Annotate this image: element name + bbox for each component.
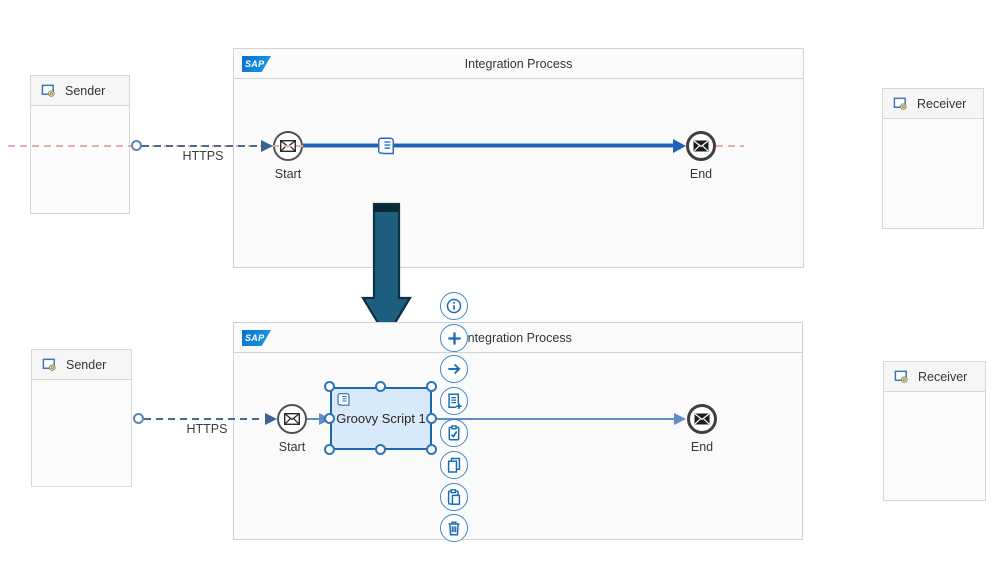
receiver-label: Receiver <box>918 369 968 384</box>
end-event-label: End <box>689 167 713 181</box>
groovy-script-step[interactable]: Groovy Script 1 <box>330 387 432 450</box>
sequence-flow-line[interactable] <box>307 418 322 420</box>
sender-participant-top[interactable]: Sender <box>30 75 130 214</box>
start-event-label: Start <box>278 440 306 454</box>
context-menu-add-button[interactable] <box>440 324 468 352</box>
https-connector-line[interactable] <box>142 145 262 147</box>
script-scroll-icon <box>376 135 396 157</box>
context-menu-connect-button[interactable] <box>440 355 468 383</box>
trash-icon <box>445 519 463 537</box>
arrow-right-icon <box>445 360 463 378</box>
integration-process-header-top: SAP Integration Process <box>234 49 803 79</box>
context-menu-validate-button[interactable] <box>440 419 468 447</box>
context-menu-paste-button[interactable] <box>440 483 468 511</box>
participant-icon <box>42 357 57 372</box>
connection-endpoint-dot[interactable] <box>131 140 142 151</box>
integration-process-header-bottom: SAP Integration Process <box>234 323 802 353</box>
selection-handle-sw[interactable] <box>324 444 335 455</box>
info-icon <box>445 297 463 315</box>
clipboard-check-icon <box>445 424 463 442</box>
integration-process-title: Integration Process <box>464 56 573 71</box>
message-flow-line-right <box>716 145 744 147</box>
context-menu-copy-button[interactable] <box>440 451 468 479</box>
https-adapter-label: HTTPS <box>186 422 228 436</box>
message-envelope-icon <box>284 413 300 425</box>
document-add-icon <box>445 392 463 410</box>
transition-down-arrow <box>361 202 412 340</box>
context-menu-delete-button[interactable] <box>440 514 468 542</box>
script-scroll-icon <box>336 392 351 407</box>
integration-process-pool-bottom[interactable]: SAP Integration Process <box>233 322 803 540</box>
message-envelope-icon <box>694 413 710 425</box>
end-event-bottom[interactable] <box>687 404 717 434</box>
sequence-flow-arrowhead <box>674 413 686 425</box>
sap-logo: SAP <box>242 330 271 346</box>
context-menu-details-button[interactable] <box>440 292 468 320</box>
context-menu-insert-step-button[interactable] <box>440 387 468 415</box>
receiver-participant-top[interactable]: Receiver <box>882 88 984 229</box>
selection-handle-nw[interactable] <box>324 381 335 392</box>
participant-icon <box>41 83 56 98</box>
participant-icon <box>894 369 909 384</box>
copy-icon <box>445 456 463 474</box>
selection-handle-e[interactable] <box>426 413 437 424</box>
sender-participant-bottom[interactable]: Sender <box>31 349 132 487</box>
connection-endpoint-dot[interactable] <box>133 413 144 424</box>
https-connector-line[interactable] <box>144 418 264 420</box>
end-event-label: End <box>690 440 714 454</box>
connector-arrowhead <box>265 413 277 425</box>
end-event-top[interactable] <box>686 131 716 161</box>
selection-handle-s[interactable] <box>375 444 386 455</box>
sender-label: Sender <box>65 83 106 98</box>
sequence-flow-line[interactable] <box>432 418 674 420</box>
groovy-script-step-label: Groovy Script 1 <box>336 411 426 426</box>
integration-process-title: Integration Process <box>464 330 572 345</box>
participant-icon <box>893 96 908 111</box>
start-event-bottom[interactable] <box>277 404 307 434</box>
selection-handle-w[interactable] <box>324 413 335 424</box>
message-envelope-icon <box>693 140 709 152</box>
https-adapter-label: HTTPS <box>182 149 224 163</box>
start-event-label: Start <box>274 167 302 181</box>
selection-handle-n[interactable] <box>375 381 386 392</box>
connector-arrowhead <box>261 140 273 152</box>
selection-handle-se[interactable] <box>426 444 437 455</box>
integration-process-pool-top[interactable]: SAP Integration Process <box>233 48 804 268</box>
sender-label: Sender <box>66 357 107 372</box>
sap-logo: SAP <box>242 56 271 72</box>
selection-handle-ne[interactable] <box>426 381 437 392</box>
plus-icon <box>445 329 464 348</box>
sequence-flow-line[interactable] <box>303 144 674 147</box>
sequence-flow-arrowhead <box>673 139 686 153</box>
paste-icon <box>445 488 463 506</box>
receiver-participant-bottom[interactable]: Receiver <box>883 361 986 501</box>
receiver-label: Receiver <box>917 96 967 111</box>
